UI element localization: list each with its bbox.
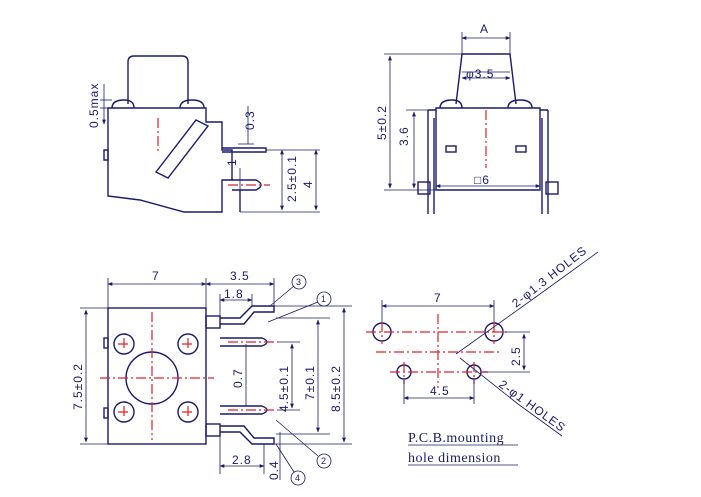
balloon-4: 4 [295,473,300,483]
dim-bottom-7-5: 7.5±0.2 [71,363,85,410]
front-view: A φ3.5 5±0.2 3.6 □6 [375,22,559,214]
dim-bottom-4-5: 4.5±0.1 [277,365,291,412]
pcb-view: 7 2.5 4.5 2-φ1.3 HOLES 2-φ1 HOLES P.C.B.… [366,243,599,466]
dim-front-5: 5±0.2 [375,105,389,140]
caption-line1: P.C.B.mounting [408,431,504,446]
dim-bottom-7-01: 7±0.1 [303,365,317,400]
dim-bottom-0-7: 0.7 [231,368,245,388]
balloon-2: 2 [321,456,326,466]
dim-pcb-7: 7 [434,291,442,305]
dim-pcb-2-5: 2.5 [509,346,523,366]
dim-bottom-0-4: 0.4 [267,460,281,480]
dim-front-3-6: 3.6 [397,126,411,146]
dim-bottom-7: 7 [152,269,160,283]
bottom-view: 7 3.5 1.8 7.5±0.2 0.7 4.5±0.1 7±0.1 8.5±… [71,269,352,486]
caption-line2: hole dimension [408,451,501,466]
dim-side-4: 4 [301,180,315,188]
front-actuator [455,53,517,105]
dim-side-2-5: 2.5±0.1 [285,155,299,202]
label-holes-1: 2-φ1 HOLES [496,377,568,435]
dim-side-1: 1 [225,158,239,166]
center-circle [125,351,179,405]
balloon-1: 1 [321,294,326,304]
dim-bottom-1-8: 1.8 [224,287,244,301]
label-holes-1-3: 2-φ1.3 HOLES [509,243,589,310]
dim-side-0-5max: 0.5max [87,83,101,128]
terminal-bottom [220,425,275,445]
side-body [107,107,233,213]
dim-bottom-3-5: 3.5 [230,269,250,283]
terminal-top [220,305,275,325]
dim-front-a: A [480,22,489,36]
front-body [435,107,541,191]
dim-front-sq6: □6 [474,173,490,187]
dim-pcb-4-5: 4.5 [430,384,450,398]
dim-side-0-3: 0.3 [243,110,257,130]
dim-bottom-8-5: 8.5±0.2 [329,365,343,412]
balloon-3: 3 [296,277,301,287]
dim-front-phi35: φ3.5 [466,67,494,81]
side-actuator [127,55,189,104]
bottom-body [107,307,207,445]
side-view: 0.5max 0.3 1 2.5±0.1 4 [87,55,320,213]
dim-bottom-2-8: 2.8 [232,453,252,467]
